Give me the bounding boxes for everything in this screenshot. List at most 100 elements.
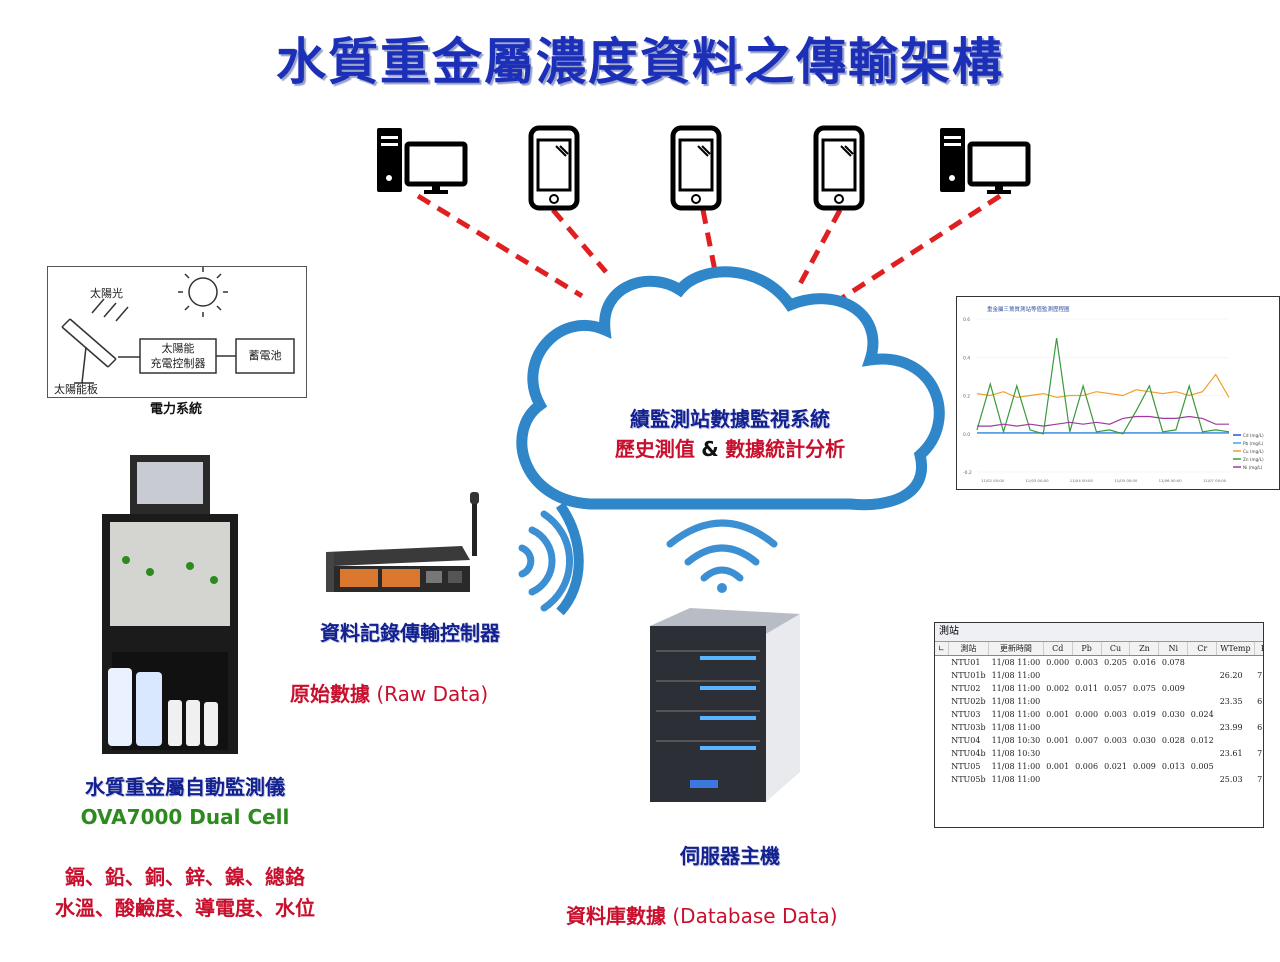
table-cell: 0.028 (1161, 736, 1185, 745)
table-cell (1254, 656, 1263, 670)
table-cell: 11/08 11:00 (991, 697, 1041, 706)
chart-legend-label: Cu (mg/L) (1243, 449, 1264, 454)
server-name: 伺服器主機 (680, 844, 780, 868)
chart-legend-label: Pb (mg/L) (1243, 441, 1264, 446)
instrument-name: 水質重金屬自動監測儀 (85, 775, 285, 799)
table-header-cell: 更新時間 (988, 642, 1044, 656)
solar-power-icon (61, 267, 295, 384)
table-cell: 11/08 10:30 (991, 749, 1041, 758)
table-cell (1159, 695, 1188, 708)
chart-ytick-label: 0.6 (963, 317, 970, 323)
instrument-model: OVA7000 Dual Cell (80, 805, 290, 829)
table-cell (1217, 734, 1254, 747)
chart-legend-label: Cd (mg/L) (1243, 433, 1264, 438)
table-cell: 0.005 (1190, 762, 1214, 771)
table-cell (1043, 747, 1072, 760)
table-cell (1254, 708, 1263, 721)
monitoring-system-label: 績監測站數據監視系統 (630, 407, 830, 431)
chart-legend-label: Ni (mg/L) (1243, 465, 1263, 470)
table-cell: 11/08 11:00 (991, 658, 1041, 667)
table-tab: 測站 (935, 623, 1263, 642)
table-cell: 11/08 11:00 (991, 762, 1041, 771)
desktop-computer-icon-left (377, 128, 468, 194)
database-data-en: (Database Data) (672, 904, 838, 928)
table-cell: NTU04b (951, 749, 986, 758)
data-table-panel: 測站 ∟測站更新時間CdPbCuZnNiCrWTempPhECWDepthBar… (934, 622, 1264, 828)
charge-controller-label-line2: 充電控制器 (150, 357, 206, 370)
table-cell (1072, 669, 1101, 682)
raw-data-label: 原始數據 (Raw Data) (290, 678, 488, 707)
table-cell: 0.001 (1046, 762, 1070, 771)
chart-xtick-label: 11/05 00:00 (1114, 478, 1138, 483)
instrument-params: 鎘、鉛、銅、鋅、鎳、總鉻 水溫、酸鹼度、導電度、水位 (0, 862, 370, 924)
table-cell: 0.012 (1190, 736, 1214, 745)
data-logger-icon (326, 492, 479, 592)
table-cell: 0.006 (1075, 762, 1099, 771)
table-cell: 0.078 (1161, 658, 1185, 667)
logger-name: 資料記錄傳輸控制器 (320, 621, 500, 645)
table-cell: 11/08 10:30 (991, 736, 1041, 745)
table-cell (1072, 695, 1101, 708)
table-cell (1188, 656, 1217, 670)
chart-xtick-label: 11/04 00:00 (1070, 478, 1094, 483)
solar-panel-label: 太陽能板 (54, 383, 98, 396)
chart-ytick-label: 0.4 (963, 355, 970, 361)
table-header-cell: WTemp (1216, 642, 1255, 656)
table-cell (1072, 747, 1101, 760)
chart-xtick-label: 11/06 00:00 (1159, 478, 1183, 483)
cloud-shape (516, 266, 945, 511)
table-cell: 0.075 (1132, 684, 1156, 693)
table-cell (1188, 669, 1217, 682)
chart-ytick-label: 0.0 (963, 432, 970, 438)
table-cell: 11/08 11:00 (991, 684, 1041, 693)
chart-xtick-label: 11/02 00:00 (981, 478, 1005, 483)
table-cell: 23.35 (1219, 697, 1243, 706)
table-cell (1130, 669, 1159, 682)
table-cell: NTU02b (951, 697, 986, 706)
table-cell: 0.016 (1132, 658, 1156, 667)
table-cell: 11/08 11:00 (991, 775, 1041, 784)
sun-label: 太陽光 (90, 287, 123, 300)
table-cell (1130, 721, 1159, 734)
table-cell: 0.007 (1075, 736, 1099, 745)
table-cell: 0.205 (1104, 658, 1127, 667)
table-cell: 0.000 (1075, 710, 1099, 719)
network-links (416, 193, 1002, 305)
table-header-cell: 測站 (948, 642, 990, 656)
table-cell: 0.000 (1046, 658, 1070, 667)
table-cell: 0.030 (1132, 736, 1156, 745)
table-cell (1159, 773, 1188, 786)
power-system-caption: 電力系統 (149, 402, 202, 417)
table-cell: 7.43 (1257, 749, 1264, 758)
table-header-cell: Zn (1129, 642, 1160, 656)
table-cell: 11/08 11:00 (991, 710, 1041, 719)
table-cell: 11/08 11:00 (991, 723, 1041, 732)
database-data-zh: 資料庫數據 (566, 904, 666, 928)
table-cell (1159, 747, 1188, 760)
table-cell (1188, 682, 1217, 695)
table-cell (1217, 682, 1254, 695)
table-cell: 23.61 (1219, 749, 1243, 758)
table-cell: 0.009 (1132, 762, 1156, 771)
monitoring-instrument-icon (102, 455, 238, 754)
table-cell: NTU04 (951, 736, 981, 745)
chart-ytick-label: 0.2 (963, 394, 970, 400)
table-cell (1188, 747, 1217, 760)
table-cell: 0.013 (1161, 762, 1185, 771)
link-pc-right (834, 193, 1002, 305)
table-cell: 11/08 11:00 (991, 671, 1041, 680)
table-cell (1254, 760, 1263, 773)
table-cell: 26.20 (1219, 671, 1243, 680)
link-phone-1 (551, 208, 608, 274)
table-cell: 0.019 (1132, 710, 1156, 719)
chart-xtick-label: 11/03 00:00 (1025, 478, 1049, 483)
table-cell (1043, 669, 1072, 682)
chart-xtick-label: 11/07 00:00 (1203, 478, 1227, 483)
table-cell: NTU03 (951, 710, 981, 719)
